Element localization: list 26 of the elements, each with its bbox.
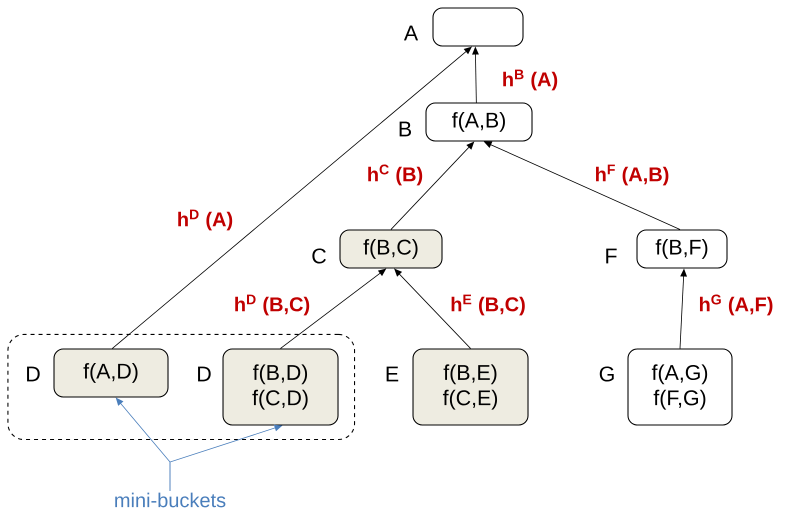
bucket-box: f(B,D) f(C,D) bbox=[222, 348, 339, 426]
annotation-text: mini-buckets bbox=[115, 492, 226, 508]
bucket-box: f(B,F) bbox=[636, 229, 728, 269]
node-letter: D bbox=[27, 366, 40, 382]
node-letter: B bbox=[400, 122, 411, 136]
edge-label: h$^{F}$ (A,B) bbox=[593, 163, 671, 187]
edge-label: h$^{C}$ (B) bbox=[366, 163, 424, 187]
node-letter: F bbox=[606, 248, 617, 264]
bucket-box: f(B,C) bbox=[339, 229, 443, 269]
node-letter: G bbox=[600, 366, 614, 382]
edge-label: h$^{E}$ (B,C) bbox=[448, 293, 528, 317]
node-letter: C bbox=[312, 248, 326, 264]
edge-label: h$^{D}$ (A) bbox=[176, 208, 234, 232]
edge-label: h$^{D}$ (B,C) bbox=[232, 293, 312, 317]
mini-bucket-group bbox=[7, 334, 356, 440]
edge-label: h$^{B}$ (A) bbox=[500, 68, 560, 92]
node-letter: E bbox=[386, 366, 398, 382]
edge-label: h$^{G}$ (A,F) bbox=[697, 293, 775, 317]
bucket-box: f(A,B) bbox=[425, 102, 533, 142]
node-letter: A bbox=[404, 26, 418, 40]
bucket-box: f(A,G) f(F,G) bbox=[627, 348, 733, 426]
bucket-box: f(A,D) bbox=[53, 348, 169, 398]
node-letter: D bbox=[198, 366, 211, 382]
arrow bbox=[394, 268, 471, 349]
bucket-box: f(B,E) f(C,E) bbox=[412, 348, 529, 426]
arrow bbox=[390, 142, 474, 230]
